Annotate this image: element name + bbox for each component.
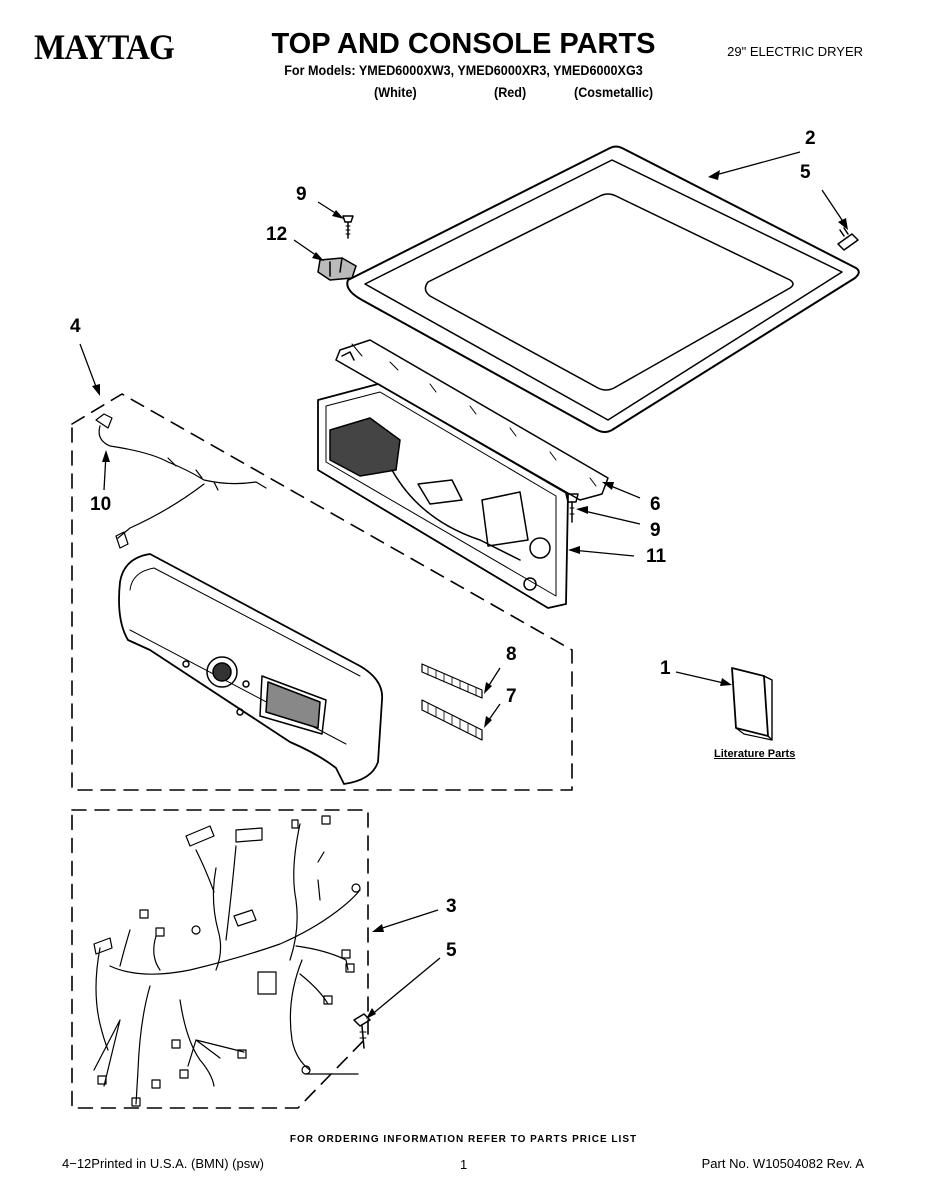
leader-arrows (79, 151, 847, 1017)
callout-8: 8 (506, 644, 517, 665)
callout-12: 12 (266, 224, 288, 245)
rail (335, 339, 609, 501)
console-assembly-outline (71, 393, 573, 791)
literature-parts-label: Literature Parts (714, 748, 796, 760)
callout-11: 11 (646, 546, 667, 567)
callout-6: 6 (650, 494, 661, 515)
screw-console (565, 493, 579, 523)
top-panel (346, 145, 860, 433)
callout-3: 3 (446, 896, 457, 917)
models-line: For Models: YMED6000XW3, YMED6000XR3, YM… (284, 62, 643, 78)
part-number: Part No. W10504082 Rev. A (701, 1156, 864, 1171)
callout-5-top: 5 (800, 162, 811, 183)
ordering-note: FOR ORDERING INFORMATION REFER TO PARTS … (289, 1134, 638, 1145)
screw-harness (353, 1013, 371, 1049)
ribbon-cable-8 (421, 663, 483, 699)
arrowheads (92, 170, 848, 1019)
callout-7: 7 (506, 686, 517, 707)
console-back (317, 383, 569, 609)
page-title: TOP AND CONSOLE PARTS (271, 28, 656, 60)
brand-logo: MAYTAG (34, 27, 175, 67)
screw-top-right (837, 227, 859, 251)
variant-red: (Red) (494, 84, 527, 100)
callout-9-top: 9 (296, 184, 307, 205)
callout-5-lower: 5 (446, 940, 457, 961)
callout-1: 1 (660, 658, 671, 679)
print-info: 4−12Printed in U.S.A. (BMN) (psw) (62, 1156, 264, 1171)
product-type: 29" ELECTRIC DRYER (727, 44, 863, 59)
callout-9-console: 9 (650, 520, 661, 541)
variant-cosmetallic: (Cosmetallic) (574, 84, 654, 100)
callout-2: 2 (805, 128, 816, 149)
main-harness-outline (71, 809, 369, 1109)
callout-4: 4 (70, 316, 81, 337)
console-panel (118, 553, 383, 785)
console-harness (95, 413, 267, 549)
screw-bracket (342, 215, 354, 239)
callout-10: 10 (90, 494, 112, 515)
variant-white: (White) (374, 84, 417, 100)
main-wire-harness (93, 815, 361, 1107)
page-number: 1 (460, 1157, 468, 1172)
literature-book (731, 667, 773, 741)
bracket (317, 257, 357, 281)
ribbon-cable-7 (421, 699, 483, 741)
